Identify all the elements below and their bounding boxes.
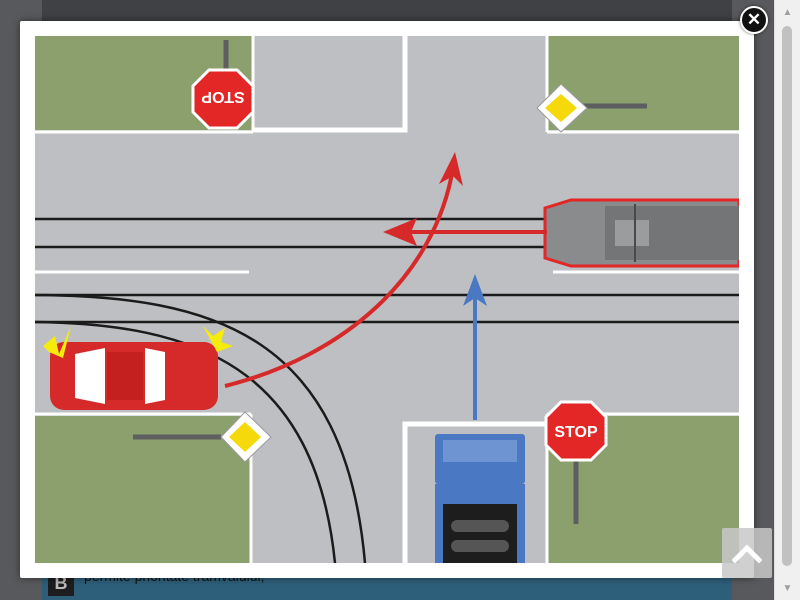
stop-sign-text-top: STOP bbox=[201, 88, 245, 105]
stop-sign-top-left: STOP bbox=[191, 40, 255, 130]
blue-truck bbox=[435, 434, 525, 563]
stop-sign-text-bottom: STOP bbox=[554, 424, 598, 441]
scroll-up-icon[interactable]: ▲ bbox=[782, 6, 793, 18]
scroll-down-icon[interactable]: ▼ bbox=[782, 582, 793, 594]
close-icon[interactable]: ✕ bbox=[740, 6, 768, 34]
grass-bottom-left bbox=[35, 416, 251, 563]
scrollbar-thumb[interactable] bbox=[782, 26, 792, 566]
priority-road-sign-top-right bbox=[536, 83, 647, 133]
scroll-to-top-button[interactable] bbox=[722, 528, 772, 578]
tram bbox=[543, 198, 739, 268]
priority-road-sign-bottom-left bbox=[133, 411, 272, 463]
intersection-svg: STOP STOP bbox=[35, 36, 739, 563]
intersection-illustration: STOP STOP bbox=[35, 36, 739, 563]
page-scrollbar[interactable]: ▲ ▼ bbox=[774, 0, 800, 600]
image-lightbox: STOP STOP bbox=[20, 21, 754, 578]
chevron-up-icon bbox=[732, 544, 762, 563]
stop-sign-bottom-right: STOP bbox=[544, 400, 608, 524]
red-car bbox=[43, 326, 233, 410]
